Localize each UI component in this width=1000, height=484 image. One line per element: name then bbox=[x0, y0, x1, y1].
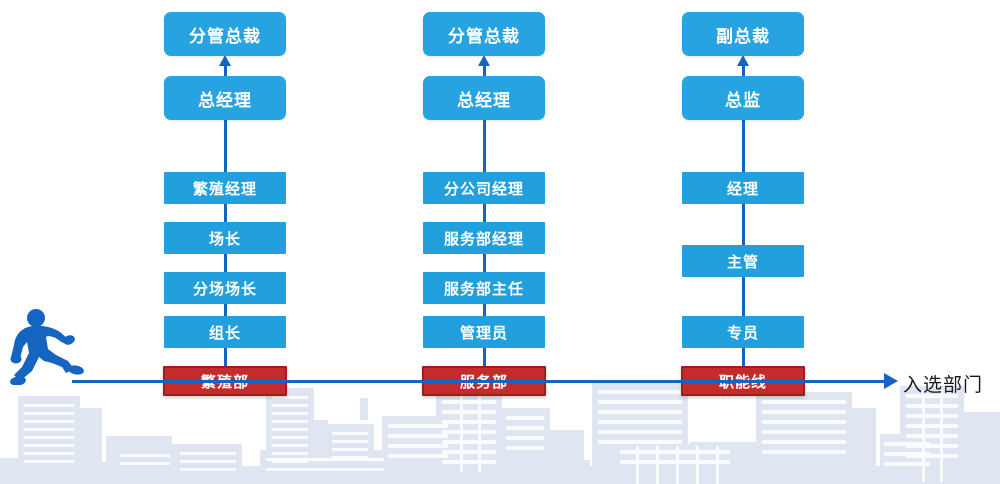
connector-line bbox=[223, 66, 227, 373]
node-mid-1[interactable]: 经理 bbox=[682, 172, 804, 204]
node-mid-4[interactable]: 管理员 bbox=[423, 316, 545, 348]
node-mid-3[interactable]: 专员 bbox=[682, 316, 804, 348]
node-mid-1[interactable]: 繁殖经理 bbox=[164, 172, 286, 204]
connector-line bbox=[741, 66, 745, 373]
node-top-2[interactable]: 总经理 bbox=[423, 76, 545, 120]
career-column-functional: 副总裁 总监 经理 主管 专员 职能线 bbox=[648, 0, 838, 400]
node-mid-3[interactable]: 分场场长 bbox=[164, 272, 286, 304]
node-top-1[interactable]: 分管总裁 bbox=[423, 12, 545, 56]
axis-label: 入选部门 bbox=[903, 375, 984, 396]
node-mid-4[interactable]: 组长 bbox=[164, 316, 286, 348]
node-mid-3[interactable]: 服务部主任 bbox=[423, 272, 545, 304]
walking-person-icon bbox=[10, 309, 84, 385]
node-top-1[interactable]: 分管总裁 bbox=[164, 12, 286, 56]
up-arrow-icon bbox=[478, 55, 490, 66]
node-mid-2[interactable]: 服务部经理 bbox=[423, 222, 545, 254]
node-top-1[interactable]: 副总裁 bbox=[682, 12, 804, 56]
timeline-axis bbox=[72, 380, 892, 383]
up-arrow-icon bbox=[737, 55, 749, 66]
node-top-2[interactable]: 总经理 bbox=[164, 76, 286, 120]
node-mid-2[interactable]: 场长 bbox=[164, 222, 286, 254]
up-arrow-icon bbox=[219, 55, 231, 66]
career-column-service: 分管总裁 总经理 分公司经理 服务部经理 服务部主任 管理员 服务部 bbox=[389, 0, 579, 400]
connector-line bbox=[482, 66, 486, 373]
career-column-breeding: 分管总裁 总经理 繁殖经理 场长 分场场长 组长 繁殖部 bbox=[130, 0, 320, 400]
node-top-2[interactable]: 总监 bbox=[682, 76, 804, 120]
node-mid-1[interactable]: 分公司经理 bbox=[423, 172, 545, 204]
node-mid-2[interactable]: 主管 bbox=[682, 245, 804, 277]
arrow-right-icon bbox=[884, 373, 898, 389]
